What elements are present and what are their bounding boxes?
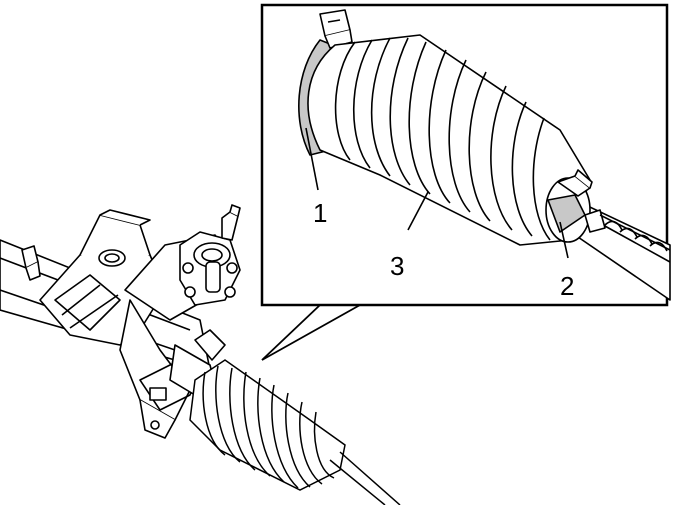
callout-3: 3 (390, 251, 404, 281)
assembly-boot (189, 359, 401, 505)
leader-3 (407, 191, 429, 231)
callout-pointer (261, 304, 361, 361)
leader-lines (305, 127, 569, 259)
callout-2: 2 (560, 271, 574, 301)
steering-rack-assembly (0, 204, 241, 439)
callout-1: 1 (313, 198, 327, 228)
leader-1 (305, 127, 319, 191)
leader-2 (559, 221, 569, 259)
detail-inset: 1 3 2 (260, 3, 671, 307)
inset-boot (298, 9, 671, 301)
